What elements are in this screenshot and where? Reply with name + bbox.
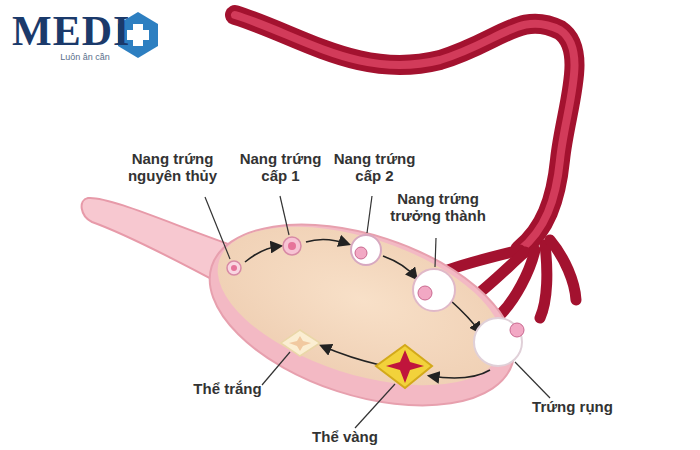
ovary-rim bbox=[187, 190, 537, 440]
part-label: Nang trứng nguyên thủy bbox=[110, 150, 235, 185]
corpus-albicans-core bbox=[289, 336, 311, 351]
logo-tagline: Luôn ân cần bbox=[40, 52, 130, 62]
part-label: Thể trắng bbox=[185, 380, 270, 397]
logo-icon bbox=[118, 12, 158, 58]
corpus-albicans bbox=[281, 330, 320, 356]
fallopian-tube bbox=[235, 15, 575, 250]
corpus-luteum bbox=[376, 345, 432, 388]
part-label: Nang trứng trưởng thành bbox=[382, 190, 494, 225]
part-label: Nang trứng cấp 2 bbox=[322, 150, 427, 185]
part-label: Nang trứng cấp 1 bbox=[228, 150, 333, 185]
fallopian-tube-lumen bbox=[235, 15, 575, 250]
logo-text: MEDI bbox=[12, 10, 122, 52]
follicles bbox=[227, 235, 524, 366]
corpus-luteum-core bbox=[386, 350, 424, 383]
part-label: Thể vàng bbox=[300, 428, 390, 445]
part-label: Trứng rụng bbox=[530, 398, 615, 415]
